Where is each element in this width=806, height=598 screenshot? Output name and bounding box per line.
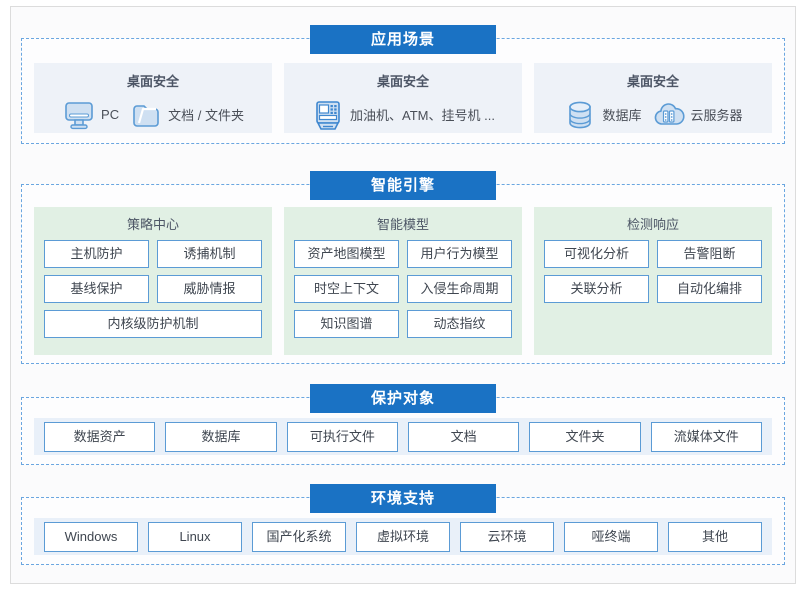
database-icon [563, 98, 597, 132]
section-banner-intelligent-engine: 智能引擎 [310, 171, 496, 200]
engine-chip[interactable]: 关联分析 [544, 275, 649, 303]
section-banner-environment-support: 环境支持 [310, 484, 496, 513]
protected-object-chip[interactable]: 可执行文件 [286, 421, 398, 452]
scenario-item-label: 加油机、ATM、挂号机 ... [350, 108, 495, 123]
scenario-item-label: 文档 / 文件夹 [168, 108, 244, 123]
engine-chip-grid: 可视化分析 告警阻断 关联分析 自动化编排 [544, 240, 762, 303]
scenario-panel-desktop-pc: 桌面安全 PC [34, 63, 272, 133]
environment-chip[interactable]: 云环境 [460, 521, 554, 552]
engine-panel-row: 策略中心 主机防护 诱捕机制 基线保护 威胁情报 内核级防护机制 [34, 207, 772, 355]
engine-chip[interactable]: 动态指纹 [407, 310, 512, 338]
scenario-item-label: PC [101, 107, 120, 122]
engine-chip[interactable]: 可视化分析 [544, 240, 649, 268]
engine-chip[interactable]: 用户行为模型 [407, 240, 512, 268]
engine-chip-grid: 资产地图模型 用户行为模型 时空上下文 入侵生命周期 知识图谱 动态指纹 [294, 240, 512, 338]
scenario-item-list: 加油机、ATM、挂号机 ... [311, 96, 495, 133]
cloud-server-icon [652, 98, 686, 132]
protected-object-chip[interactable]: 数据资产 [44, 421, 156, 452]
engine-chip[interactable]: 入侵生命周期 [407, 275, 512, 303]
folder-document-icon [129, 98, 163, 132]
environment-chip[interactable]: 其他 [668, 521, 762, 552]
scenario-item[interactable]: PC [62, 98, 119, 132]
engine-chip-grid: 主机防护 诱捕机制 基线保护 威胁情报 内核级防护机制 [44, 240, 262, 338]
engine-chip[interactable]: 资产地图模型 [294, 240, 399, 268]
environment-support-chip-band: Windows Linux 国产化系统 虚拟环境 云环境 哑终端 其他 [34, 518, 772, 555]
engine-chip-row: 可视化分析 告警阻断 [544, 240, 762, 268]
engine-panel-title: 策略中心 [126, 217, 179, 232]
scenario-item-label: 云服务器 [690, 108, 743, 123]
scenario-panel-server-side: 桌面安全 数据库 [534, 63, 772, 133]
scenario-panel-title: 桌面安全 [376, 74, 429, 89]
engine-panel-policy-center: 策略中心 主机防护 诱捕机制 基线保护 威胁情报 内核级防护机制 [34, 207, 272, 355]
scenario-item-list: 数据库 [563, 96, 743, 133]
engine-chip[interactable]: 威胁情报 [157, 275, 262, 303]
protected-object-chip[interactable]: 数据库 [165, 421, 277, 452]
section-intelligent-engine: 智能引擎 策略中心 主机防护 诱捕机制 基线保护 威胁情报 内核级防护机制 [21, 171, 785, 364]
environment-chip[interactable]: Linux [148, 521, 242, 552]
scenario-panel-title: 桌面安全 [626, 74, 679, 89]
protected-object-chip[interactable]: 文档 [407, 421, 520, 452]
engine-chip[interactable]: 知识图谱 [294, 310, 399, 338]
environment-chip[interactable]: 国产化系统 [252, 521, 346, 552]
environment-chip[interactable]: 哑终端 [564, 521, 658, 552]
environment-chip[interactable]: Windows [44, 521, 138, 552]
engine-chip[interactable]: 诱捕机制 [157, 240, 262, 268]
engine-chip-row: 时空上下文 入侵生命周期 [294, 275, 512, 303]
scenario-panel-row: 桌面安全 PC [34, 63, 772, 133]
engine-chip[interactable]: 基线保护 [44, 275, 149, 303]
engine-chip-row: 资产地图模型 用户行为模型 [294, 240, 512, 268]
scenario-item[interactable]: 云服务器 [652, 98, 743, 132]
engine-chip-row: 主机防护 诱捕机制 [44, 240, 262, 268]
engine-chip-row: 内核级防护机制 [44, 310, 262, 338]
protected-object-chip[interactable]: 流媒体文件 [650, 421, 762, 452]
section-banner-protected-objects: 保护对象 [310, 384, 496, 413]
atm-kiosk-icon [311, 98, 345, 132]
engine-chip[interactable]: 内核级防护机制 [44, 310, 262, 338]
engine-panel-title: 检测响应 [626, 217, 679, 232]
protected-object-chip[interactable]: 文件夹 [529, 421, 641, 452]
scenario-item[interactable]: 数据库 [563, 98, 642, 132]
pc-monitor-icon [62, 98, 96, 132]
scenario-item-label: 数据库 [602, 108, 642, 123]
section-environment-support: 环境支持 Windows Linux 国产化系统 虚拟环境 云环境 哑终端 其他 [21, 484, 785, 565]
engine-chip-row: 知识图谱 动态指纹 [294, 310, 512, 338]
engine-chip[interactable]: 告警阻断 [657, 240, 762, 268]
section-protected-objects: 保护对象 数据资产 数据库 可执行文件 文档 文件夹 流媒体文件 [21, 384, 785, 465]
scenario-item[interactable]: 文档 / 文件夹 [129, 98, 244, 132]
engine-panel-intelligent-model: 智能模型 资产地图模型 用户行为模型 时空上下文 入侵生命周期 知识图谱 动态指… [284, 207, 522, 355]
engine-chip-row: 关联分析 自动化编排 [544, 275, 762, 303]
engine-chip[interactable]: 主机防护 [44, 240, 149, 268]
scenario-item-list: PC 文档 / 文件夹 [62, 96, 244, 133]
scenario-panel-title: 桌面安全 [126, 74, 179, 89]
section-banner-application-scenarios: 应用场景 [310, 25, 496, 54]
engine-chip[interactable]: 时空上下文 [294, 275, 399, 303]
protected-objects-chip-band: 数据资产 数据库 可执行文件 文档 文件夹 流媒体文件 [34, 418, 772, 455]
scenario-panel-self-service-terminals: 桌面安全 [284, 63, 522, 133]
engine-chip-row: 基线保护 威胁情报 [44, 275, 262, 303]
environment-chip[interactable]: 虚拟环境 [356, 521, 450, 552]
section-application-scenarios: 应用场景 桌面安全 PC [21, 25, 785, 144]
engine-panel-detection-response: 检测响应 可视化分析 告警阻断 关联分析 自动化编排 [534, 207, 772, 355]
engine-chip[interactable]: 自动化编排 [657, 275, 762, 303]
scenario-item[interactable]: 加油机、ATM、挂号机 ... [311, 98, 495, 132]
engine-panel-title: 智能模型 [376, 217, 429, 232]
